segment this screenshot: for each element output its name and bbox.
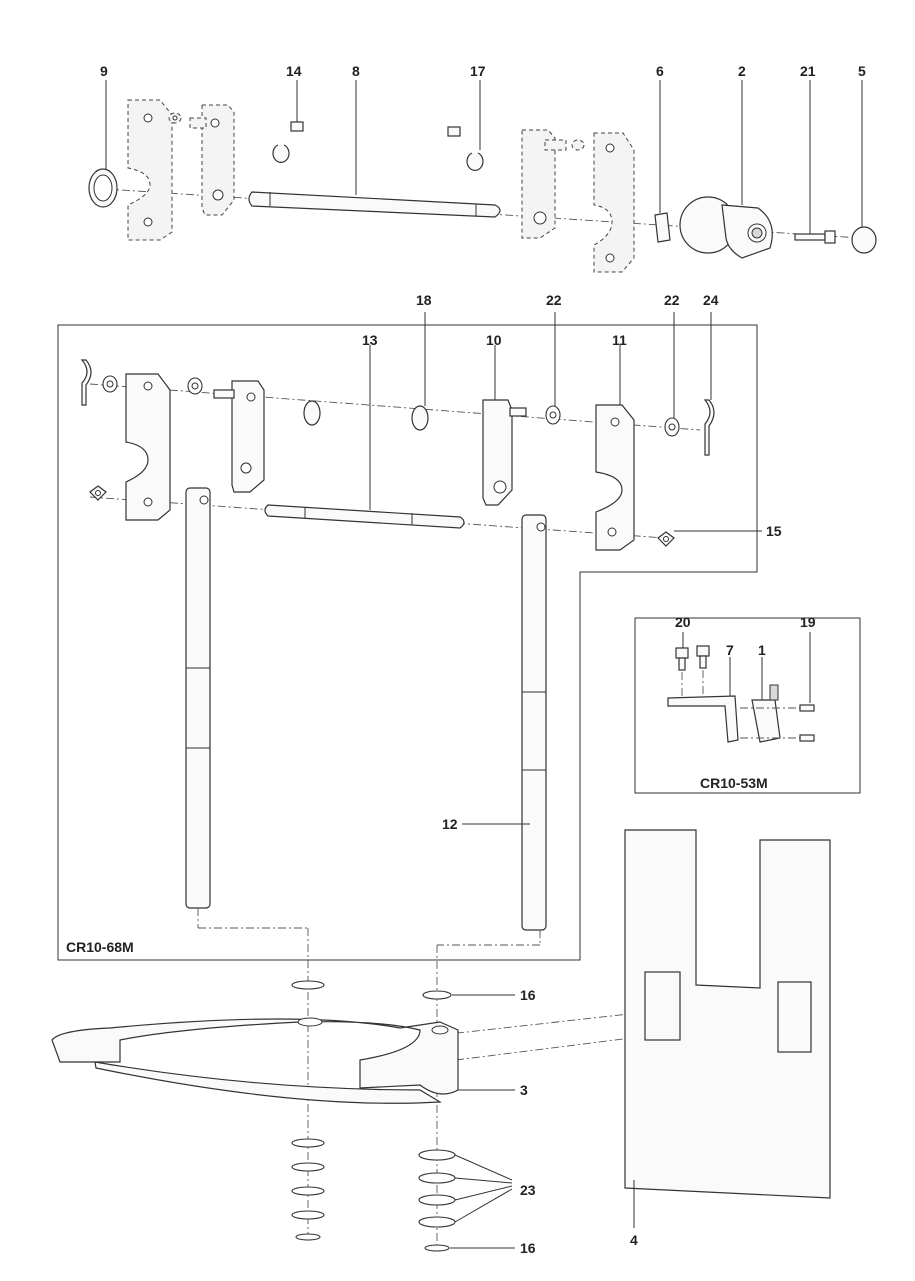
part-15-nut [657, 530, 762, 547]
part-1-switch [751, 657, 781, 743]
callout-8: 8 [352, 63, 360, 79]
callout-11: 11 [612, 332, 627, 348]
part-14-key [290, 121, 304, 132]
callout-22a: 22 [546, 292, 562, 308]
washer-stack-left [291, 1138, 325, 1241]
callout-19: 19 [800, 614, 816, 630]
callout-6: 6 [656, 63, 664, 79]
hair-pin-left [80, 359, 92, 406]
callout-18: 18 [416, 292, 432, 308]
callout-13: 13 [362, 332, 378, 348]
part-24-hair-pin [703, 312, 715, 456]
part-22-washer-b [664, 312, 680, 437]
callout-16-bottom: 16 [520, 1240, 536, 1256]
bracket-right-dashed [521, 129, 635, 273]
nut-left [89, 485, 107, 501]
clip-left [272, 144, 290, 163]
callout-12: 12 [442, 816, 458, 832]
part-18-ring [411, 405, 429, 431]
part-12-rod [462, 514, 547, 931]
ring-left [303, 400, 321, 426]
washer-top-left [291, 980, 325, 990]
callout-9: 9 [100, 63, 108, 79]
part-23-washer-stack [418, 1149, 513, 1228]
part-10-link [482, 345, 527, 506]
base-assembly [51, 829, 831, 1252]
part-7-bracket [667, 657, 739, 743]
callout-10: 10 [486, 332, 502, 348]
bracket-left-dashed [127, 99, 235, 241]
kit-box-switch: CR10-53M [634, 617, 861, 794]
plate-left [125, 373, 171, 521]
part-6-spacer [654, 80, 671, 243]
callout-14: 14 [286, 63, 302, 79]
callout-24: 24 [703, 292, 719, 308]
callout-21: 21 [800, 63, 816, 79]
part-17-clip [466, 152, 484, 171]
rod-left [185, 487, 211, 909]
part-16-washer-top [422, 990, 515, 1000]
callout-7: 7 [726, 642, 734, 658]
part-8-shaft [248, 191, 501, 218]
part-5-cap [851, 80, 877, 254]
part-19-screws [740, 632, 815, 742]
part-20-screws [675, 632, 710, 700]
top-assembly [88, 80, 877, 273]
part-11-plate [595, 345, 635, 551]
middle-assembly [80, 312, 762, 931]
callout-5: 5 [858, 63, 866, 79]
part-9-end-cap [88, 168, 118, 208]
washer-mid [187, 377, 203, 395]
part-22-washer-a [545, 312, 561, 425]
part-2-ball-joint [679, 80, 773, 259]
part-4-base-plate [624, 829, 831, 1228]
callout-22b: 22 [664, 292, 680, 308]
callout-16-top: 16 [520, 987, 536, 1003]
callout-3: 3 [520, 1082, 528, 1098]
kit-label-switch: CR10-53M [700, 775, 768, 791]
callout-4: 4 [630, 1232, 638, 1248]
part-16-washer-bottom [424, 1244, 515, 1252]
callout-20: 20 [675, 614, 691, 630]
callout-labels: 9 14 8 17 6 2 21 5 18 22 22 24 13 10 11 … [100, 63, 866, 1256]
callout-17: 17 [470, 63, 486, 79]
part-21-screw [794, 80, 836, 244]
part-13-shaft [264, 345, 465, 529]
callout-1: 1 [758, 642, 766, 658]
callout-23: 23 [520, 1182, 536, 1198]
kit-label-main: CR10-68M [66, 939, 134, 955]
kit-box-main: CR10-68M [57, 324, 758, 961]
key-right [447, 126, 461, 137]
washer-left [102, 375, 118, 393]
callout-15: 15 [766, 523, 782, 539]
link-left [213, 380, 265, 493]
callout-2: 2 [738, 63, 746, 79]
part-3-base-arch [51, 1017, 515, 1104]
